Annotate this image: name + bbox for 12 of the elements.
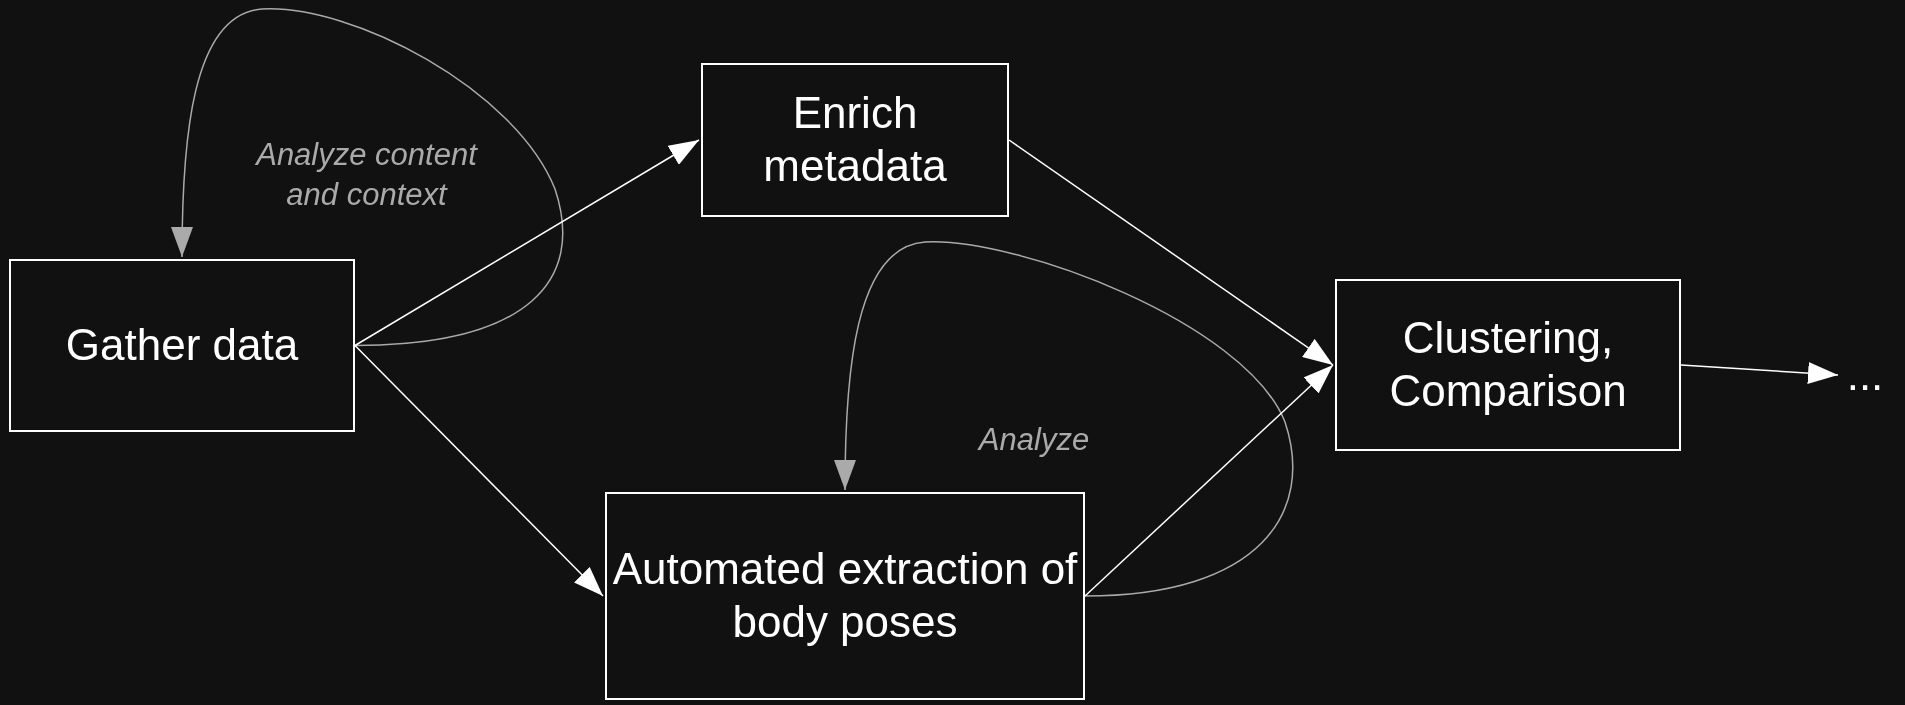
continuation-text: ... <box>1840 345 1890 405</box>
process-box: Clustering, Comparison <box>1335 279 1681 451</box>
arrow <box>354 344 604 597</box>
arrow <box>1008 139 1334 366</box>
arrow <box>1680 362 1839 385</box>
arrow <box>354 139 700 347</box>
arrow <box>1084 364 1334 597</box>
loop-arrow <box>171 8 564 347</box>
process-box: Automated extraction of body poses <box>605 492 1085 700</box>
process-box: Gather data <box>9 259 355 432</box>
process-box: Enrich metadata <box>701 63 1009 217</box>
loop-arrow <box>834 241 1294 597</box>
